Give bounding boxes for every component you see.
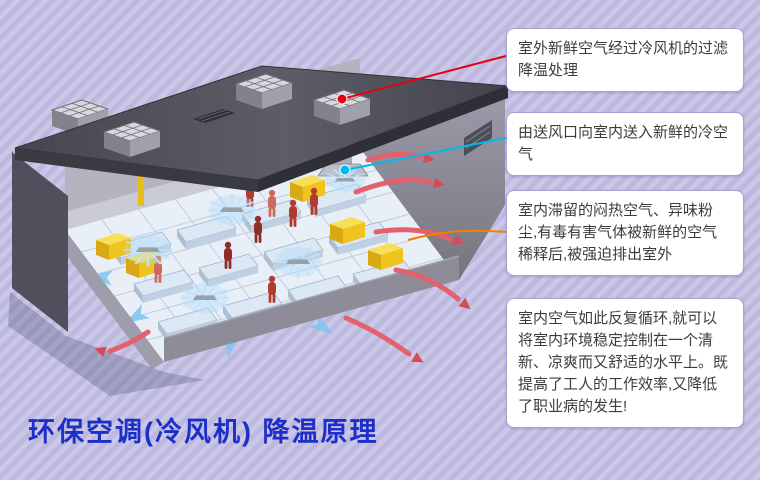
leader-line-supply-air	[344, 137, 507, 171]
leader-dot-filtered-air	[336, 93, 348, 105]
front-wall	[54, 230, 460, 369]
callout-box-circulation: 室内空气如此反复循环,就可以将室内环境稳定控制在一个清新、凉爽而又舒适的水平上。…	[506, 298, 744, 428]
ground-shadow	[8, 292, 205, 396]
leader-line-filtered-air	[341, 55, 507, 100]
right-wall	[360, 98, 505, 280]
leader-dot-supply-air	[339, 164, 351, 176]
callout-text-circulation: 室内空气如此反复循环,就可以将室内环境稳定控制在一个清新、凉爽而又舒适的水平上。…	[518, 310, 729, 415]
callout-text-exhaust-air: 室内滞留的闷热空气、异味粉尘,有毒有害气体被新鲜的空气稀释后,被强迫排出室外	[518, 202, 718, 263]
roof-vent-grille-icon	[193, 109, 235, 123]
exhaust-arrows	[107, 151, 461, 357]
leader-line-exhaust-air	[407, 229, 507, 241]
callout-box-supply-air: 由送风口向室内送入新鲜的冷空气	[506, 112, 744, 176]
page-title: 环保空调(冷风机) 降温原理	[28, 417, 379, 447]
callout-box-filtered-air: 室外新鲜空气经过冷风机的过滤降温处理	[506, 28, 744, 92]
callout-text-supply-air: 由送风口向室内送入新鲜的冷空气	[518, 124, 729, 163]
callout-box-exhaust-air: 室内滞留的闷热空气、异味粉尘,有毒有害气体被新鲜的空气稀释后,被强迫排出室外	[506, 190, 744, 276]
callout-text-filtered-air: 室外新鲜空气经过冷风机的过滤降温处理	[518, 40, 729, 79]
left-wall	[12, 152, 68, 332]
